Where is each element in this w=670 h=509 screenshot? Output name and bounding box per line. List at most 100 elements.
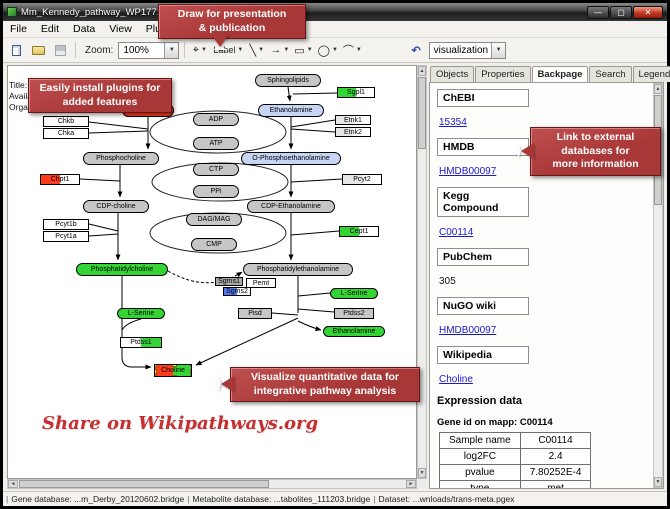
selection-handle[interactable] — [171, 375, 177, 376]
scroll-down-icon[interactable]: ▼ — [418, 468, 426, 478]
maximize-button[interactable]: ▢ — [610, 5, 632, 19]
rectangle-tool[interactable]: ▭▼ — [293, 41, 313, 60]
selection-handle[interactable] — [190, 375, 191, 376]
tab-legend[interactable]: Legend — [632, 66, 670, 82]
pathway-edge — [271, 312, 299, 316]
external-link[interactable]: C00114 — [439, 227, 474, 238]
pathway-node-chkb[interactable]: Chkb — [43, 116, 89, 127]
scrollbar-thumb[interactable] — [19, 480, 269, 488]
menu-file[interactable]: File — [10, 23, 27, 35]
scroll-down-icon[interactable]: ▼ — [654, 477, 662, 487]
pathway-node-ethanolamine-top[interactable]: Ethanolamine — [258, 104, 324, 117]
scroll-left-icon[interactable]: ◄ — [8, 480, 18, 488]
pathway-node-etnk2[interactable]: Etnk2 — [335, 127, 371, 137]
pathway-node-cept1[interactable]: Cept1 — [339, 226, 379, 237]
scrollbar-track[interactable] — [270, 480, 406, 488]
pathway-node-cdp-ethanolamine[interactable]: CDP-Ethanolamine — [247, 200, 335, 213]
table-cell: type — [439, 480, 521, 488]
pathway-node-pcyt1a[interactable]: Pcyt1a — [43, 231, 89, 242]
pathway-node-sgms2[interactable]: Sgms2 — [223, 287, 251, 296]
pathway-node-sphingolipids[interactable]: Sphingolipids — [255, 74, 321, 87]
pathway-node-l-serine-left[interactable]: L-Serine — [117, 308, 165, 319]
pathway-node-dag-mag[interactable]: DAG/MAG — [186, 213, 242, 226]
ellipse-tool-dropdown-icon[interactable]: ▼ — [331, 47, 338, 53]
pathway-node-adp[interactable]: ADP — [193, 113, 239, 126]
selection-handle[interactable] — [155, 369, 157, 374]
pathway-node-phosphatidylethanolamine[interactable]: Phosphatidylethanolamine — [243, 263, 353, 276]
scrollbar-thumb[interactable] — [418, 77, 426, 149]
external-link[interactable]: HMDB00097 — [439, 166, 497, 177]
close-button[interactable]: ✕ — [633, 5, 663, 19]
pathway-node-cmp[interactable]: CMP — [191, 238, 237, 251]
scrollbar-track[interactable] — [654, 206, 662, 477]
save-button[interactable] — [51, 41, 70, 60]
pathway-node-l-serine-right[interactable]: L-Serine — [330, 288, 378, 299]
pathway-node-sgpl1[interactable]: Sgpl1 — [337, 87, 375, 98]
pathway-node-pcyt1b[interactable]: Pcyt1b — [43, 219, 89, 230]
selection-handle[interactable] — [155, 375, 157, 376]
open-file-button[interactable] — [29, 41, 48, 60]
pathway-edge — [88, 223, 119, 232]
scrollbar-track[interactable] — [418, 150, 426, 468]
pathway-node-sgms1[interactable]: Sgms1 — [215, 277, 243, 286]
tab-objects[interactable]: Objects — [430, 66, 475, 82]
menu-edit[interactable]: Edit — [40, 23, 60, 35]
scroll-right-icon[interactable]: ► — [406, 480, 416, 488]
selection-handle[interactable] — [171, 365, 177, 367]
undo-button[interactable]: ↶ — [411, 44, 421, 57]
pathway-node-etnk1[interactable]: Etnk1 — [335, 115, 371, 125]
ellipse-tool[interactable]: ◯▼ — [317, 41, 339, 60]
canvas-horizontal-scrollbar[interactable]: ◄ ► — [7, 479, 417, 489]
pathway-node-ppi[interactable]: PPi — [193, 185, 239, 198]
tab-search[interactable]: Search — [589, 66, 632, 82]
tab-backpage[interactable]: Backpage — [531, 66, 589, 82]
line-tool-dropdown-icon[interactable]: ▼ — [258, 47, 265, 53]
selection-handle[interactable] — [190, 365, 191, 367]
pathway-node-ptdss2[interactable]: Ptdss2 — [334, 308, 374, 319]
pathway-node-phosphatidylcholine[interactable]: Phosphatidylcholine — [76, 263, 168, 276]
selection-tool-dropdown-icon[interactable]: ▼ — [200, 47, 207, 53]
pathway-node-o-phosphoethanolamine[interactable]: O-Phosphoethanolamine — [241, 152, 341, 165]
menu-view[interactable]: View — [109, 23, 132, 35]
pathway-node-ptdss1[interactable]: Ptdss1 — [120, 337, 162, 348]
external-link[interactable]: HMDB00097 — [439, 325, 497, 336]
arrow-tool-dropdown-icon[interactable]: ▼ — [283, 47, 290, 53]
selection-tool[interactable]: ⌖▼ — [190, 41, 209, 60]
zoom-dropdown-icon[interactable]: ▼ — [164, 42, 179, 58]
pathway-node-cdp-choline[interactable]: CDP-choline — [83, 200, 149, 213]
minimize-button[interactable]: — — [587, 5, 609, 19]
pathway-node-pcyt2[interactable]: Pcyt2 — [342, 174, 382, 185]
visualization-combobox[interactable]: visualization ▼ — [428, 41, 507, 59]
line-tool[interactable]: ╲▼ — [247, 41, 266, 60]
pathway-node-pemt[interactable]: Pemt — [246, 278, 276, 288]
arrow-tool[interactable]: →▼ — [269, 41, 290, 60]
pathway-node-chpt1[interactable]: Chpt1 — [40, 174, 80, 185]
pathway-node-ctp[interactable]: CTP — [193, 163, 239, 176]
external-link[interactable]: Choline — [439, 374, 473, 385]
pathway-node-atp[interactable]: ATP — [193, 137, 239, 150]
new-file-button[interactable] — [7, 41, 26, 60]
canvas-vertical-scrollbar[interactable]: ▲ ▼ — [417, 65, 427, 479]
zoom-combobox[interactable]: 100% ▼ — [118, 41, 180, 59]
pathway-node-pisd[interactable]: Pisd — [238, 308, 272, 319]
selection-handle[interactable] — [155, 365, 157, 367]
scroll-up-icon[interactable]: ▲ — [654, 84, 662, 94]
arc-tool-dropdown-icon[interactable]: ▼ — [355, 47, 362, 53]
external-link[interactable]: 15354 — [439, 117, 467, 128]
label-tool-dropdown-icon[interactable]: ▼ — [237, 47, 244, 53]
selection-handle[interactable] — [190, 369, 191, 374]
rectangle-tool-dropdown-icon[interactable]: ▼ — [306, 47, 313, 53]
window-controls: — ▢ ✕ — [587, 5, 663, 19]
pathway-node-chka[interactable]: Chka — [43, 128, 89, 139]
tab-properties[interactable]: Properties — [475, 66, 531, 82]
menu-data[interactable]: Data — [73, 23, 96, 35]
pathway-node-phosphocholine[interactable]: Phosphocholine — [83, 152, 159, 165]
pathway-node-ethanolamine-bottom[interactable]: Ethanolamine — [323, 326, 385, 337]
arc-tool[interactable]: ⌒▼ — [342, 41, 363, 60]
visualization-dropdown-icon[interactable]: ▼ — [491, 42, 506, 58]
scroll-up-icon[interactable]: ▲ — [418, 66, 426, 76]
pathway-node-choline-selected[interactable]: Choline — [154, 364, 192, 377]
